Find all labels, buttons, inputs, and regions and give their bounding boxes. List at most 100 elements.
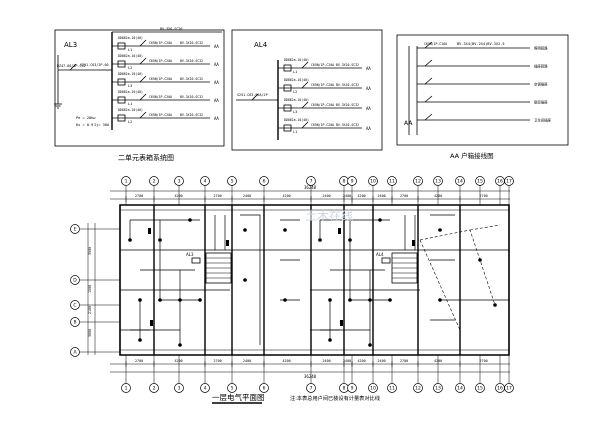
ground-symbol-icon [54, 100, 62, 109]
side-dim: 2100 [88, 306, 92, 314]
top-dim: 2700 [214, 194, 222, 198]
top-axis-bubble [259, 176, 269, 186]
top-axis-label: 13 [435, 179, 441, 185]
light-fixture-icon [438, 228, 442, 232]
meter-icon [283, 124, 292, 132]
top-axis-label: 6 [263, 179, 266, 185]
al4-branch-switch [301, 101, 309, 109]
top-axis-bubble [121, 176, 131, 186]
plan-title: 一层电气平面图 [212, 392, 265, 402]
side-axis-label: A [73, 350, 77, 356]
aa-circuit-switch [424, 95, 433, 103]
bottom-axis-label: 4 [204, 386, 207, 392]
side-axis-bubble [70, 317, 80, 327]
al3-meter-label: DD862a-10(40) [118, 90, 143, 94]
switch-icon [148, 228, 151, 234]
aa-frame [396, 34, 569, 146]
aa-circuit-label: 卫生间插座 [534, 118, 552, 123]
aa-circuit-switch [424, 41, 433, 49]
top-dim: 4200 [358, 194, 366, 198]
al3-incoming-breaker: DZ47-60/3P-C32 [57, 64, 86, 68]
top-axis-label: 1 [125, 179, 128, 185]
al3-branch-end: AA [214, 98, 219, 103]
meter-icon [117, 42, 126, 50]
bottom-axis-bubble [413, 383, 423, 393]
aa-circuit-label: 空调插座 [534, 82, 548, 87]
switch-icon [150, 320, 153, 326]
al4-frame [231, 29, 383, 151]
bottom-dim: 4200 [175, 359, 183, 363]
light-fixture-icon [178, 298, 182, 302]
bottom-axis-label: 2 [153, 386, 156, 392]
bottom-axis-label: 12 [415, 386, 421, 392]
al4-branch-cable: BV-3X10-SC32 [336, 103, 359, 107]
al3-meter-label: DD862a-10(40) [118, 108, 143, 112]
top-dim: 2700 [480, 194, 488, 198]
al3-branch-switch [139, 39, 147, 47]
top-axis-bubble [227, 176, 237, 186]
top-axis-label: 5 [231, 179, 234, 185]
switch-icon [340, 320, 343, 326]
meter-icon [283, 104, 292, 112]
light-fixture-icon [388, 298, 392, 302]
light-fixture-icon [138, 338, 142, 342]
bottom-axis-bubble [347, 383, 357, 393]
bottom-dim: 4200 [358, 359, 366, 363]
side-dim: 3900 [88, 247, 92, 255]
al4-branch-end: AA [366, 86, 371, 91]
aa-circuit-switch [424, 113, 433, 121]
bottom-axis-bubble [259, 383, 269, 393]
light-fixture-icon [198, 298, 202, 302]
al4-branch-cable: BV-3X10-SC32 [336, 123, 359, 127]
bottom-axis-label: 11 [389, 386, 395, 392]
bottom-axis-bubble [504, 383, 514, 393]
top-axis-label: 8 [343, 179, 346, 185]
al3-branch-end: AA [214, 80, 219, 85]
top-axis-label: 4 [204, 179, 207, 185]
top-axis-bubble [504, 176, 514, 186]
watermark: 土木在线 [305, 209, 353, 223]
al3-small-breaker: S251-C63/2P-60 [80, 63, 109, 67]
bottom-axis-bubble [368, 383, 378, 393]
aa-terminal: AA [404, 120, 413, 127]
light-fixture-icon [493, 303, 497, 307]
al3-branch-switch [139, 111, 147, 119]
light-fixture-icon [158, 238, 162, 242]
al4-main-switch [251, 93, 259, 101]
al4-meter-label: DD862a-10(40) [284, 78, 309, 82]
side-axis-label: D [73, 278, 77, 284]
light-fixture-icon [368, 298, 372, 302]
al4-breaker: S251-C63-90A/2P [237, 93, 268, 97]
al3-branch-breaker: C65N/1P-C20A [149, 113, 172, 117]
top-dim: 2400 [323, 194, 331, 198]
al4-branch-switch [301, 81, 309, 89]
al3-branch-switch [139, 57, 147, 65]
bottom-axis-bubble [306, 383, 316, 393]
al3-branch-end: AA [214, 44, 219, 49]
bottom-axis-label: 13 [435, 386, 441, 392]
bottom-axis-bubble [200, 383, 210, 393]
al4-meter-label: DD862a-10(40) [284, 118, 309, 122]
al3-branch-breaker: C65N/1P-C20A [149, 41, 172, 45]
al3-branch-cable: BV-3X10-SC32 [180, 59, 203, 63]
light-fixture-icon [283, 298, 287, 302]
building-outline [119, 204, 510, 356]
light-fixture-icon [328, 338, 332, 342]
al4-meter-label: DD862a-10(40) [284, 58, 309, 62]
bottom-axis-bubble [475, 383, 485, 393]
al3-branch-breaker: C65N/1P-C20A [149, 77, 172, 81]
bottom-axis-label: 14 [457, 386, 463, 392]
bottom-dim: 2700 [214, 359, 222, 363]
side-dim: 3000 [88, 329, 92, 337]
top-axis-label: 15 [477, 179, 483, 185]
side-axis-bubble [70, 224, 80, 234]
top-axis-bubble [200, 176, 210, 186]
plan-box-tag-al3: AL3 [186, 252, 194, 257]
light-fixture-icon [368, 343, 372, 347]
al4-branch-switch [301, 61, 309, 69]
wiring-runs [129, 214, 501, 345]
